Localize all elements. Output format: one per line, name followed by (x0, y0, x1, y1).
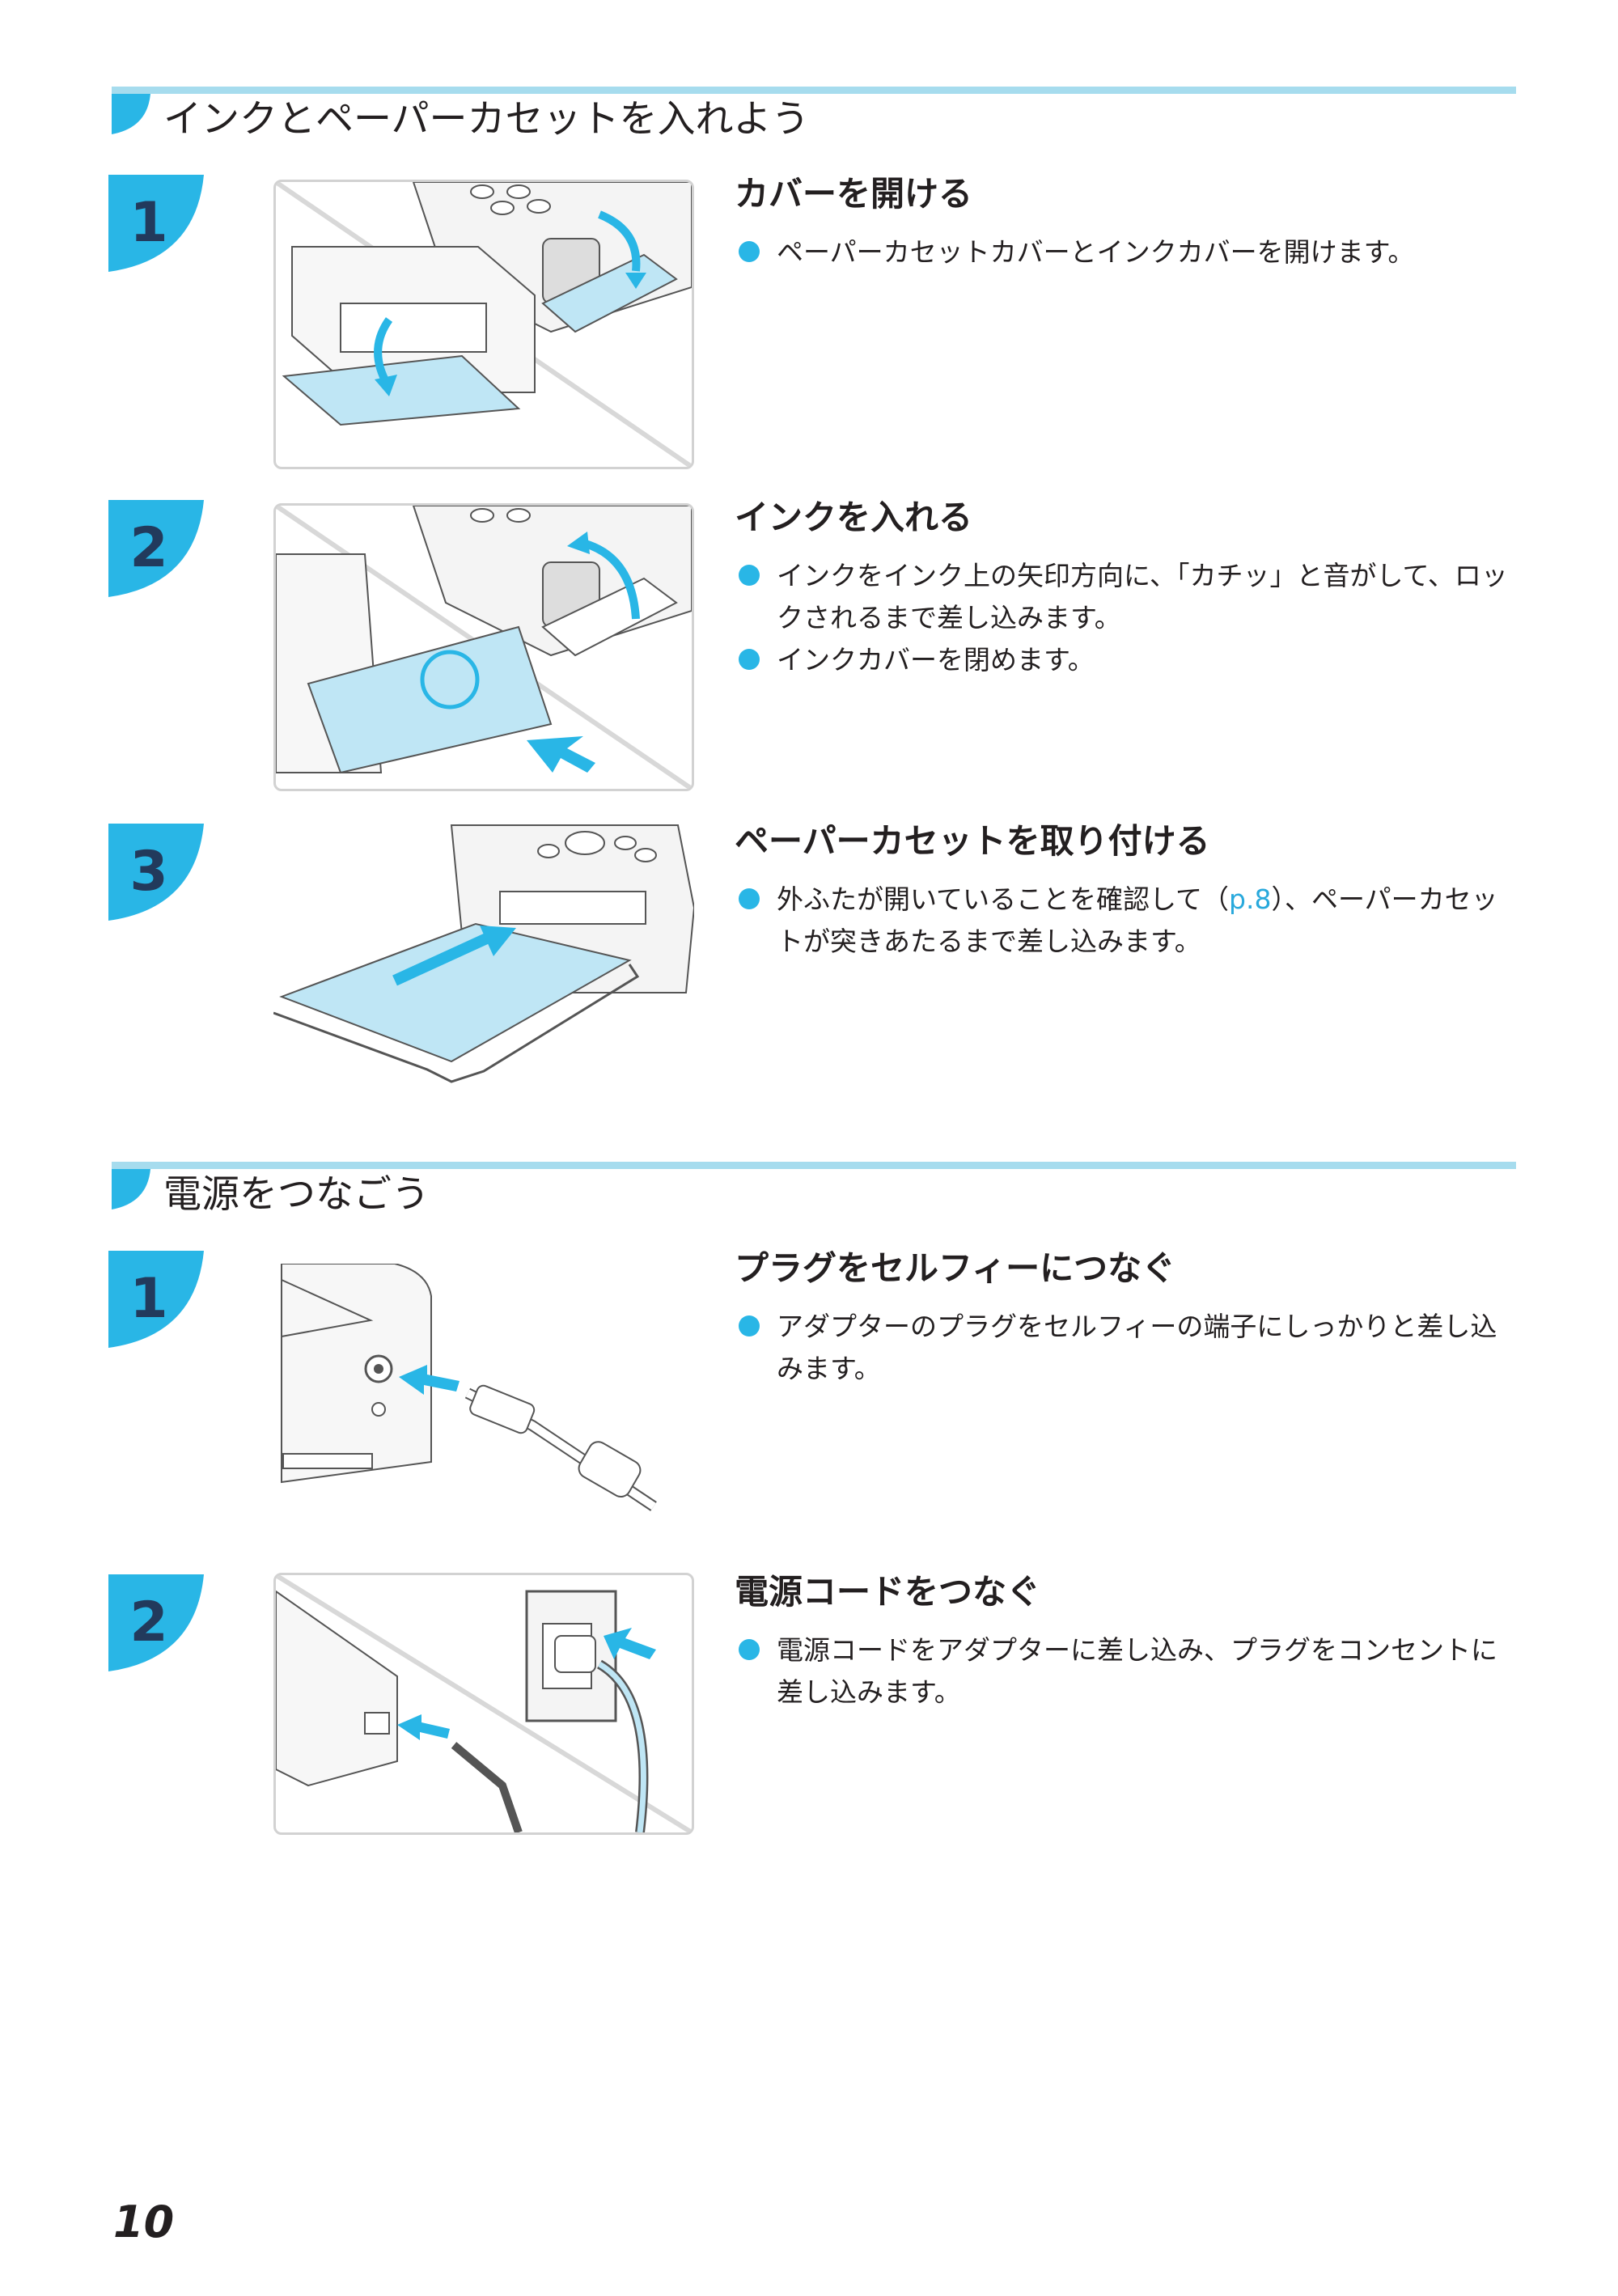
step-title: インクを入れる (735, 498, 973, 537)
step-title: 電源コードをつなぐ (735, 1572, 1041, 1612)
badge-shape-icon (108, 824, 204, 921)
illustration-insert-cassette (273, 819, 694, 1094)
section-rule (112, 87, 1516, 94)
step-bullet: アダプターのプラグをセルフィーの端子にしっかりと差し込みます。 (735, 1306, 1519, 1390)
illustration-connect-plug (273, 1264, 694, 1526)
badge-shape-icon (108, 1251, 204, 1348)
badge-shape-icon (108, 1574, 204, 1671)
section-rule (112, 1162, 1516, 1169)
section-header-power: 電源をつなごう (112, 1162, 1516, 1218)
page-reference-link[interactable]: p.8 (1229, 883, 1272, 915)
step-badge: 3 (108, 824, 204, 921)
illustration-open-covers (273, 180, 694, 469)
section-tab-icon (112, 1169, 150, 1209)
section-tab-icon (112, 94, 150, 134)
step-title: カバーを開ける (735, 174, 973, 214)
illustration-connect-power-cord (273, 1573, 694, 1835)
bullet-dot-icon (739, 241, 760, 262)
step-connect-power-cord: 電源コードをつなぐ 電源コードをアダプターに差し込み、プラグをコンセントに差し込… (735, 1569, 1519, 1714)
step-bullet: 外ふたが開いていることを確認して（p.8）、ペーパーカセットが突きあたるまで差し… (735, 879, 1519, 963)
step-bullet: インクカバーを閉めます。 (735, 639, 1519, 681)
step-badge: 2 (108, 500, 204, 597)
bullet-dot-icon (739, 1315, 760, 1337)
bullet-dot-icon (739, 888, 760, 909)
bullet-dot-icon (739, 649, 760, 670)
badge-shape-icon (108, 500, 204, 597)
step-bullet: 電源コードをアダプターに差し込み、プラグをコンセントに差し込みます。 (735, 1629, 1519, 1714)
step-badge: 1 (108, 1251, 204, 1348)
section-header-ink: インクとペーパーカセットを入れよう (112, 87, 1516, 143)
badge-shape-icon (108, 175, 204, 272)
illustration-insert-ink (273, 503, 694, 791)
step-open-covers: カバーを開ける ペーパーカセットカバーとインクカバーを開けます。 (735, 172, 1519, 273)
step-title: ペーパーカセットを取り付ける (735, 821, 1210, 861)
step-badge: 2 (108, 1574, 204, 1671)
step-badge: 1 (108, 175, 204, 272)
step-insert-cassette: ペーパーカセットを取り付ける 外ふたが開いていることを確認して（p.8）、ペーパ… (735, 819, 1519, 963)
step-title: プラグをセルフィーにつなぐ (735, 1248, 1176, 1288)
step-connect-plug: プラグをセルフィーにつなぐ アダプターのプラグをセルフィーの端子にしっかりと差し… (735, 1246, 1519, 1390)
bullet-dot-icon (739, 1639, 760, 1660)
page-number: 10 (113, 2196, 175, 2247)
section-title: 電源をつなごう (163, 1172, 430, 1217)
step-insert-ink: インクを入れる インクをインク上の矢印方向に、「カチッ」と音がして、ロックされる… (735, 495, 1519, 681)
step-bullet: インクをインク上の矢印方向に、「カチッ」と音がして、ロックされるまで差し込みます… (735, 555, 1519, 639)
step-bullet: ペーパーカセットカバーとインクカバーを開けます。 (735, 231, 1519, 273)
bullet-dot-icon (739, 565, 760, 586)
section-title: インクとペーパーカセットを入れよう (163, 97, 810, 142)
